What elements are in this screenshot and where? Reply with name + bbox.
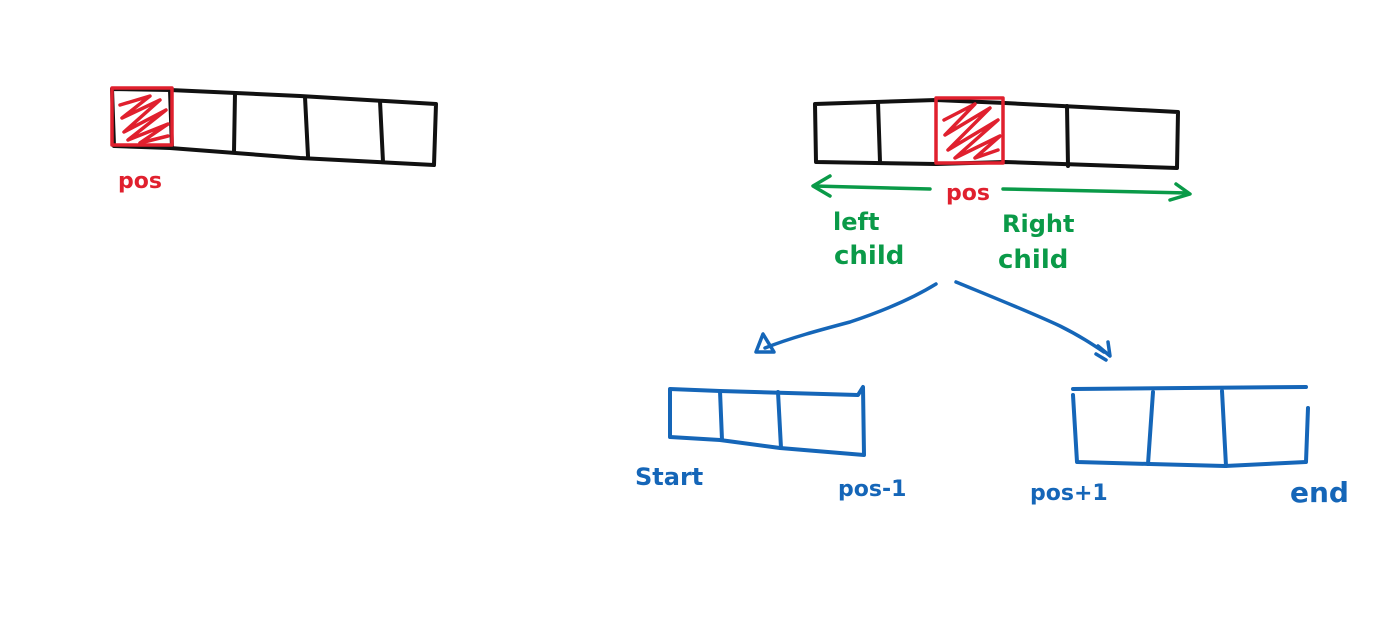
right-array-outline bbox=[813, 98, 1180, 170]
right-partition-arrow bbox=[1001, 187, 1190, 195]
left-pivot-label: pos bbox=[118, 169, 162, 194]
right-subarray-divider bbox=[1146, 390, 1155, 466]
left-pivot-cell bbox=[110, 86, 174, 147]
left-array-divider bbox=[303, 95, 310, 158]
right-recursion-arrow bbox=[954, 280, 1106, 354]
right-array-divider bbox=[1065, 104, 1070, 168]
right-pivot-hatch bbox=[942, 102, 1002, 160]
right-child-label-line2: child bbox=[998, 245, 1068, 275]
right-subarray-divider bbox=[1220, 389, 1228, 468]
left-child-label-line2: child bbox=[834, 241, 904, 271]
left-recursion-arrow bbox=[763, 282, 938, 350]
right-pivot-label: pos bbox=[946, 181, 990, 206]
left-subarray bbox=[668, 385, 866, 457]
left-partition-arrowhead bbox=[811, 174, 832, 198]
right-array bbox=[813, 98, 1180, 170]
left-pivot-hatch bbox=[118, 94, 170, 145]
right-pivot-box bbox=[934, 96, 1005, 165]
right-array-divider bbox=[876, 100, 882, 164]
left-child-label-line1: left bbox=[833, 208, 879, 236]
left-subarray-outline bbox=[668, 385, 866, 457]
left-subarray-end-label: pos-1 bbox=[838, 477, 906, 502]
left-recursion-arrowhead bbox=[754, 332, 776, 354]
left-partition-arrow bbox=[812, 184, 932, 191]
right-pivot-cell bbox=[934, 96, 1005, 165]
recursion-arrows bbox=[754, 280, 1112, 362]
right-subarray-sides-bottom bbox=[1071, 393, 1310, 468]
left-subarray-divider bbox=[718, 389, 724, 442]
right-subarray bbox=[1071, 385, 1310, 468]
right-subarray-start-label: pos+1 bbox=[1030, 481, 1108, 506]
right-partition-arrowhead bbox=[1168, 182, 1192, 202]
left-array-divider bbox=[378, 99, 385, 164]
left-array-divider bbox=[232, 91, 237, 154]
right-subarray-end-label: end bbox=[1290, 476, 1349, 509]
left-pivot-box bbox=[110, 86, 174, 147]
left-subarray-start-label: Start bbox=[635, 463, 703, 491]
partition-arrows bbox=[811, 174, 1192, 202]
left-subarray-divider bbox=[776, 390, 783, 450]
right-subarray-top bbox=[1071, 385, 1308, 391]
right-child-label-line1: Right bbox=[1002, 210, 1074, 238]
right-recursion-arrowhead bbox=[1094, 340, 1112, 362]
